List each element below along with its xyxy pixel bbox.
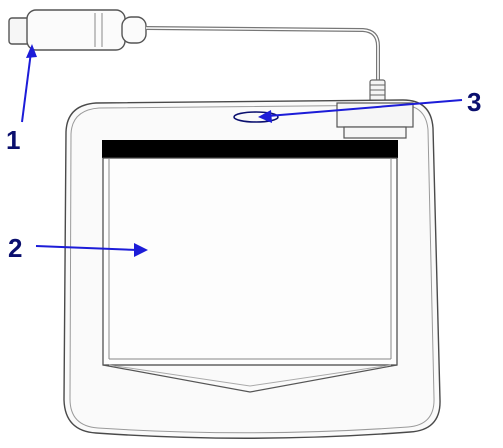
callout-1-arrowhead xyxy=(26,44,37,58)
callout-1-label: 1 xyxy=(6,125,20,155)
callout-3-arrow xyxy=(267,99,463,117)
writing-surface xyxy=(102,157,398,366)
tablet-chevron xyxy=(102,364,398,393)
callout-3-arrowhead xyxy=(258,110,272,123)
tablet-body-inner-edge xyxy=(69,104,435,434)
usb-plug-body xyxy=(26,9,126,51)
callout-1-arrow xyxy=(21,51,32,123)
usb-cable xyxy=(145,26,380,80)
callout-2-label: 2 xyxy=(8,233,22,263)
callout-2-arrow xyxy=(35,245,139,251)
surface-top-bar xyxy=(102,140,398,158)
callout-2-arrowhead xyxy=(134,243,148,257)
callout-3-label: 3 xyxy=(467,87,481,117)
usb-connector xyxy=(8,9,147,51)
status-led xyxy=(233,111,279,123)
callout-arrows xyxy=(21,44,463,257)
cable-connector-housing xyxy=(336,102,414,139)
usb-strain-relief xyxy=(121,16,147,44)
